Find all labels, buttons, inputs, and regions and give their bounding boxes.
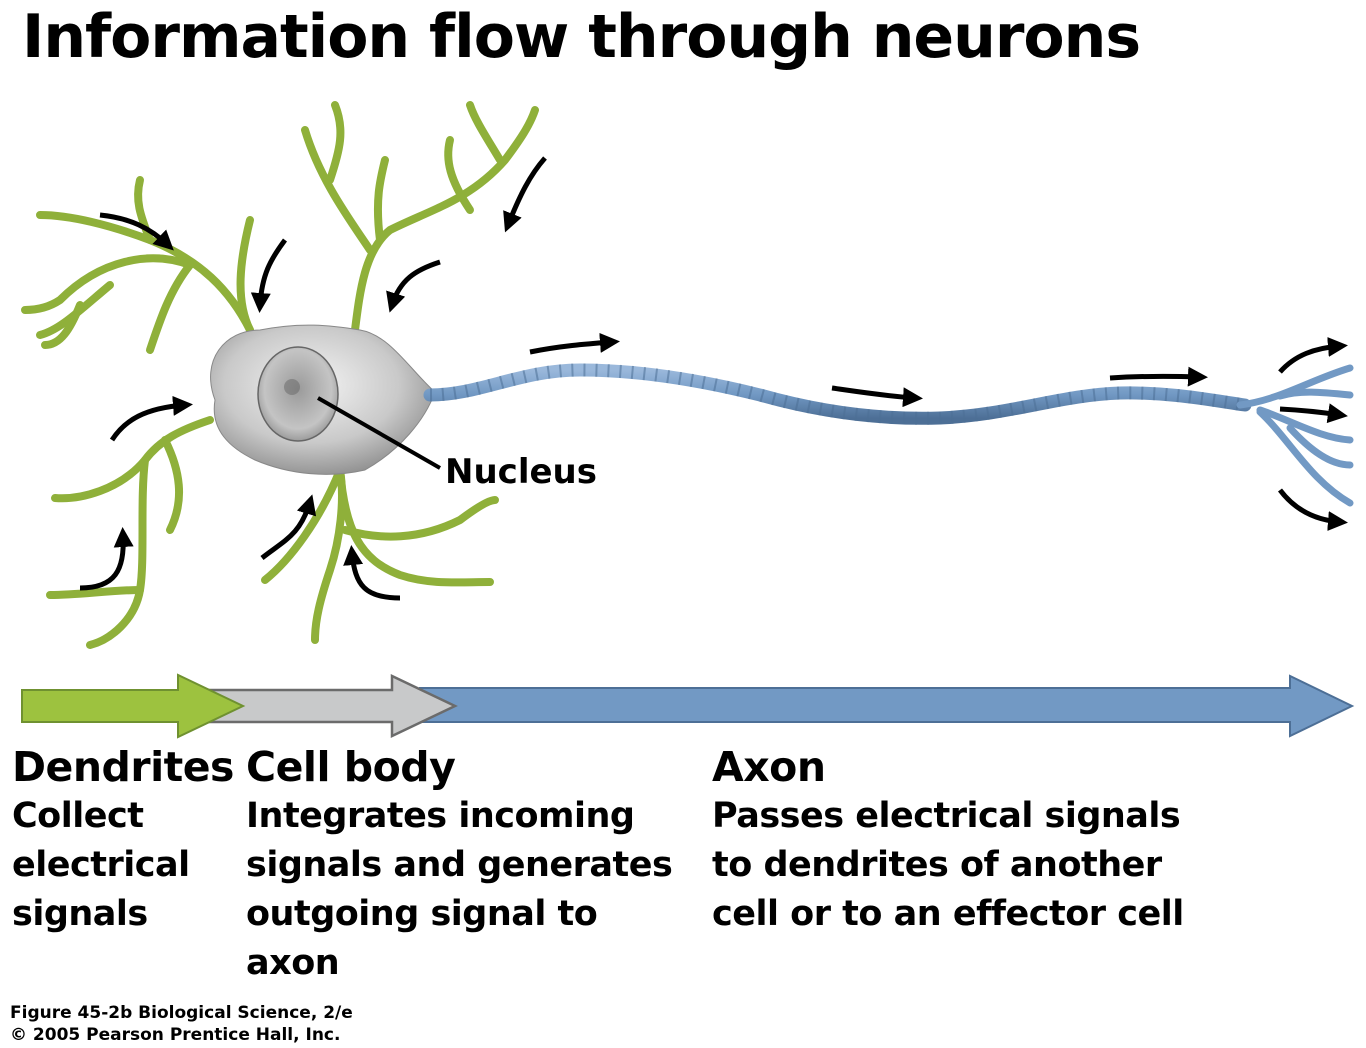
- cell-body-description: Integrates incoming signals and generate…: [246, 792, 673, 988]
- nucleus: [257, 346, 339, 442]
- nucleus-label: Nucleus: [445, 452, 597, 492]
- page-title: Information flow through neurons: [22, 2, 1141, 72]
- description-line: Integrates incoming: [246, 796, 635, 836]
- description-line: axon: [246, 943, 340, 983]
- axon-terminals: [1236, 364, 1354, 507]
- description-line: to dendrites of another: [712, 845, 1162, 885]
- caption-line: Figure 45-2b Biological Science, 2/e: [10, 1003, 353, 1023]
- axon-heading: Axon: [712, 743, 826, 791]
- description-line: signals: [12, 894, 148, 934]
- nucleus-pointer-line: [317, 396, 441, 470]
- neuron-diagram: [21, 101, 1355, 739]
- description-line: electrical: [12, 845, 190, 885]
- copyright-line: © 2005 Pearson Prentice Hall, Inc.: [10, 1025, 341, 1045]
- signal-arrows: [79, 156, 1348, 601]
- description-line: signals and generates: [246, 845, 673, 885]
- description-line: Passes electrical signals: [712, 796, 1181, 836]
- figure-caption: Figure 45-2b Biological Science, 2/e © 2…: [10, 1002, 353, 1046]
- flow-arrow-axon: [419, 674, 1355, 738]
- myelin-segments: [429, 363, 1246, 425]
- dendrites-section: Dendrites Collect electrical signals: [12, 742, 234, 939]
- description-line: cell or to an effector cell: [712, 894, 1184, 934]
- dendrites-description: Collect electrical signals: [12, 792, 234, 939]
- description-line: outgoing signal to: [246, 894, 598, 934]
- flow-arrow-dendrites: [21, 673, 246, 739]
- nucleolus: [284, 379, 300, 395]
- axon-section: Axon Passes electrical signals to dendri…: [712, 742, 1184, 939]
- dendrites-heading: Dendrites: [12, 743, 234, 791]
- axon-description: Passes electrical signals to dendrites o…: [712, 792, 1184, 939]
- cell-body-section: Cell body Integrates incoming signals an…: [246, 742, 673, 988]
- description-line: Collect: [12, 796, 144, 836]
- dendrites: [21, 101, 539, 649]
- cell-body-heading: Cell body: [246, 743, 456, 791]
- flow-arrow-cell-body: [198, 674, 458, 738]
